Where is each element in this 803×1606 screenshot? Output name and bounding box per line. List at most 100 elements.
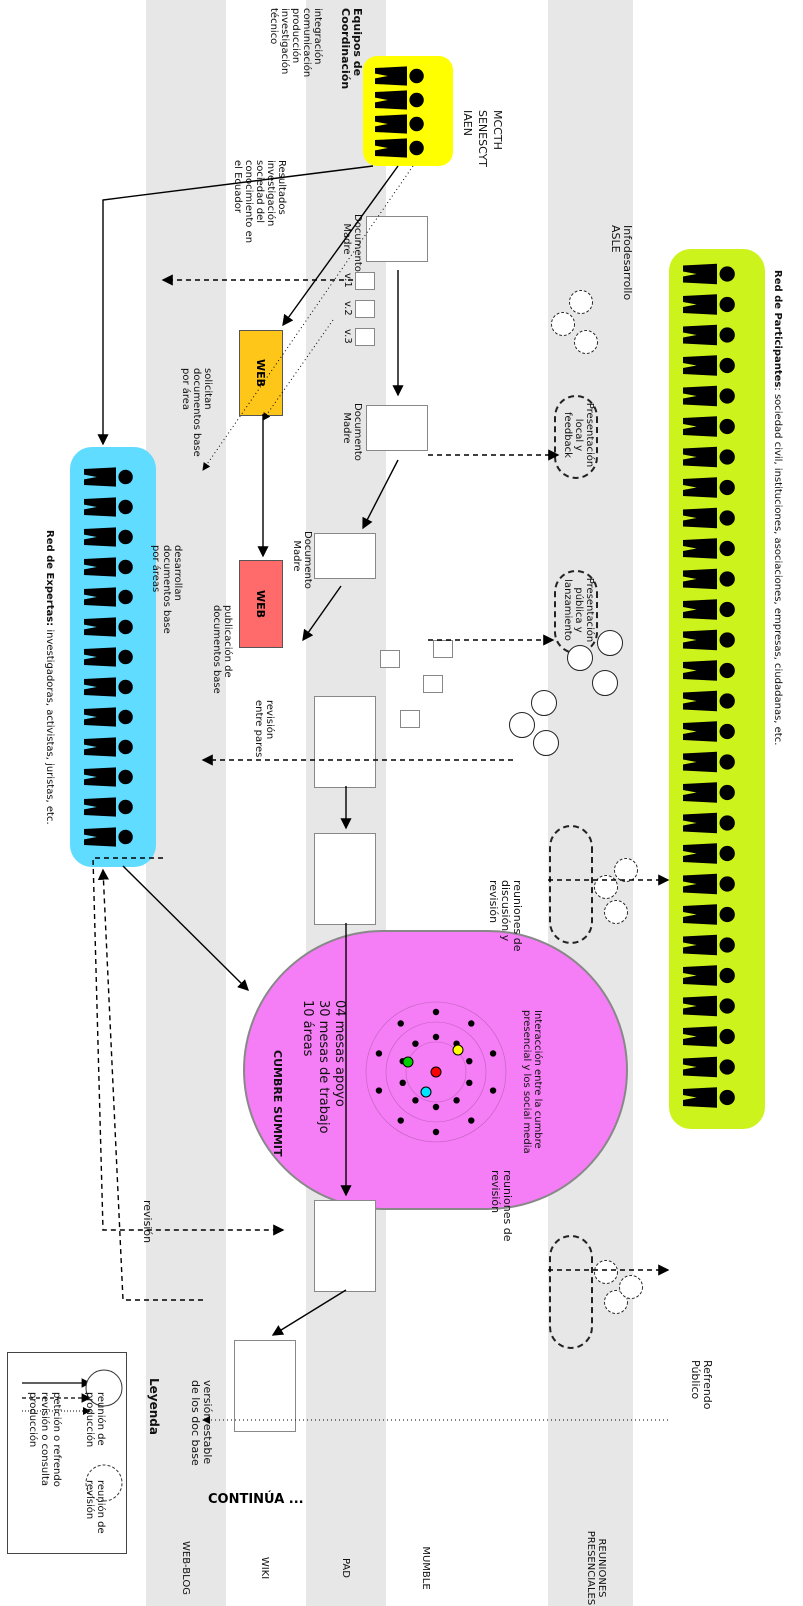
expertas-figures: [84, 467, 133, 847]
network-node: [453, 1097, 460, 1104]
network-node: [375, 1087, 383, 1094]
person-head: [118, 469, 133, 485]
person-head: [719, 723, 735, 740]
person-head: [409, 92, 424, 108]
person-head: [118, 709, 133, 725]
person-head: [118, 649, 133, 665]
person-head: [118, 829, 133, 845]
person-head: [719, 662, 735, 679]
person-body: [84, 827, 116, 847]
person-head: [719, 967, 735, 984]
network-node: [412, 1097, 419, 1104]
network-node: [397, 1117, 404, 1124]
network-ring: [385, 1021, 487, 1123]
person-body: [683, 995, 717, 1017]
equipos-coordinacion[interactable]: [363, 56, 453, 166]
network-node: [466, 1057, 473, 1065]
person-body: [375, 90, 407, 110]
person-head: [719, 266, 735, 282]
person-body: [683, 1026, 717, 1047]
person-head: [719, 1059, 735, 1075]
person-body: [84, 647, 116, 667]
person-body: [84, 497, 116, 517]
network-node: [489, 1087, 497, 1094]
network-node: [432, 1128, 440, 1136]
person-head: [409, 116, 424, 132]
person-body: [683, 1087, 717, 1108]
person-head: [719, 296, 735, 313]
person-body: [683, 1056, 717, 1078]
person-head: [118, 739, 133, 755]
person-head: [118, 559, 133, 575]
person-head: [409, 140, 424, 156]
network-node: [466, 1079, 473, 1087]
person-head: [719, 327, 735, 343]
network-hub: [452, 1044, 464, 1056]
person-head: [719, 937, 735, 953]
person-head: [719, 1089, 735, 1106]
person-body: [683, 385, 717, 407]
person-body: [683, 355, 717, 376]
person-body: [683, 446, 717, 468]
person-body: [84, 617, 116, 637]
red-participantes[interactable]: [669, 249, 765, 1129]
person-head: [719, 388, 735, 404]
network-node: [489, 1050, 497, 1057]
cumbre-network: [365, 1001, 507, 1143]
network-node: [399, 1079, 406, 1087]
network-node: [412, 1040, 419, 1047]
person-body: [683, 690, 717, 712]
person-head: [719, 571, 735, 587]
person-head: [118, 529, 133, 545]
person-head: [719, 418, 735, 435]
person-body: [683, 416, 717, 437]
red-expertas[interactable]: [70, 447, 156, 867]
person-body: [683, 751, 717, 773]
person-head: [719, 754, 735, 770]
person-body: [84, 707, 116, 727]
equipos-figures: [375, 66, 424, 158]
network-node: [468, 1117, 475, 1124]
person-head: [719, 876, 735, 892]
person-head: [409, 68, 424, 84]
network-node: [375, 1050, 383, 1057]
person-head: [719, 540, 735, 557]
network-node: [432, 1033, 440, 1041]
network-node: [397, 1020, 404, 1027]
person-body: [683, 721, 717, 742]
person-body: [683, 263, 717, 285]
person-body: [683, 812, 717, 834]
person-head: [118, 769, 133, 785]
person-body: [683, 873, 717, 895]
person-head: [118, 589, 133, 605]
network-node: [432, 1103, 440, 1111]
person-body: [375, 138, 407, 158]
person-body: [683, 660, 717, 681]
person-body: [683, 965, 717, 986]
person-head: [719, 601, 735, 618]
legend-arrows: [22, 1369, 123, 1502]
person-head: [719, 845, 735, 862]
person-body: [84, 527, 116, 547]
person-head: [719, 998, 735, 1014]
network-hub: [402, 1056, 414, 1068]
person-body: [683, 507, 717, 529]
network-ring: [405, 1041, 467, 1103]
person-body: [683, 782, 717, 803]
person-body: [683, 934, 717, 956]
person-head: [719, 449, 735, 465]
person-head: [719, 784, 735, 801]
legend: [7, 1352, 127, 1554]
person-body: [683, 599, 717, 620]
participantes-figures: [683, 263, 735, 1108]
person-head: [719, 510, 735, 526]
person-body: [375, 114, 407, 134]
person-head: [719, 632, 735, 648]
cumbre-summit[interactable]: [243, 930, 628, 1210]
person-body: [84, 767, 116, 787]
person-head: [719, 815, 735, 831]
person-body: [375, 66, 407, 86]
